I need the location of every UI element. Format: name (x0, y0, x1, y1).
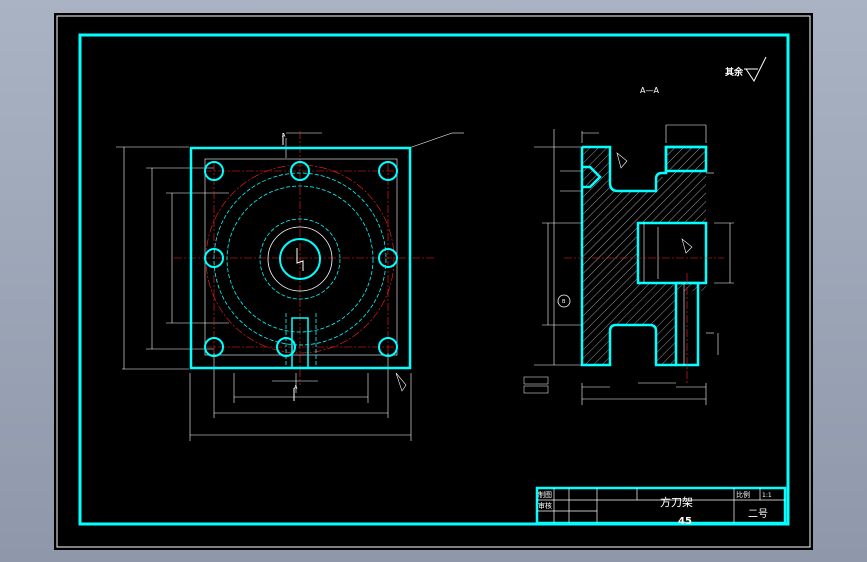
outer-frame (56, 15, 811, 548)
checked-by-label: 审核 (538, 501, 552, 510)
cad-viewport[interactable]: A A (54, 13, 813, 550)
drawing-number: 二号 (748, 508, 768, 520)
scale-label: 比例 (736, 490, 750, 499)
scale-value: 1:1 (762, 492, 772, 499)
section-title: A—A (640, 86, 659, 95)
drawing-border (78, 33, 790, 526)
drawing-canvas: A A (56, 15, 811, 548)
material: 45 (678, 516, 692, 527)
drawn-by-label: 制图 (538, 490, 552, 499)
front-view: A A (116, 131, 464, 441)
title-block: 制图 审核 方刀架 45 比例 1:1 二号 (535, 486, 787, 527)
part-name: 方刀架 (660, 495, 693, 509)
section-view: B A—A 其余 (523, 56, 767, 405)
view-marker-a-bottom: A (294, 385, 298, 391)
roughness-symbol-icon (744, 56, 767, 82)
view-marker-a-top: A (282, 133, 286, 139)
roughness-note: 其余 (725, 66, 744, 78)
svg-text:B: B (562, 299, 566, 305)
